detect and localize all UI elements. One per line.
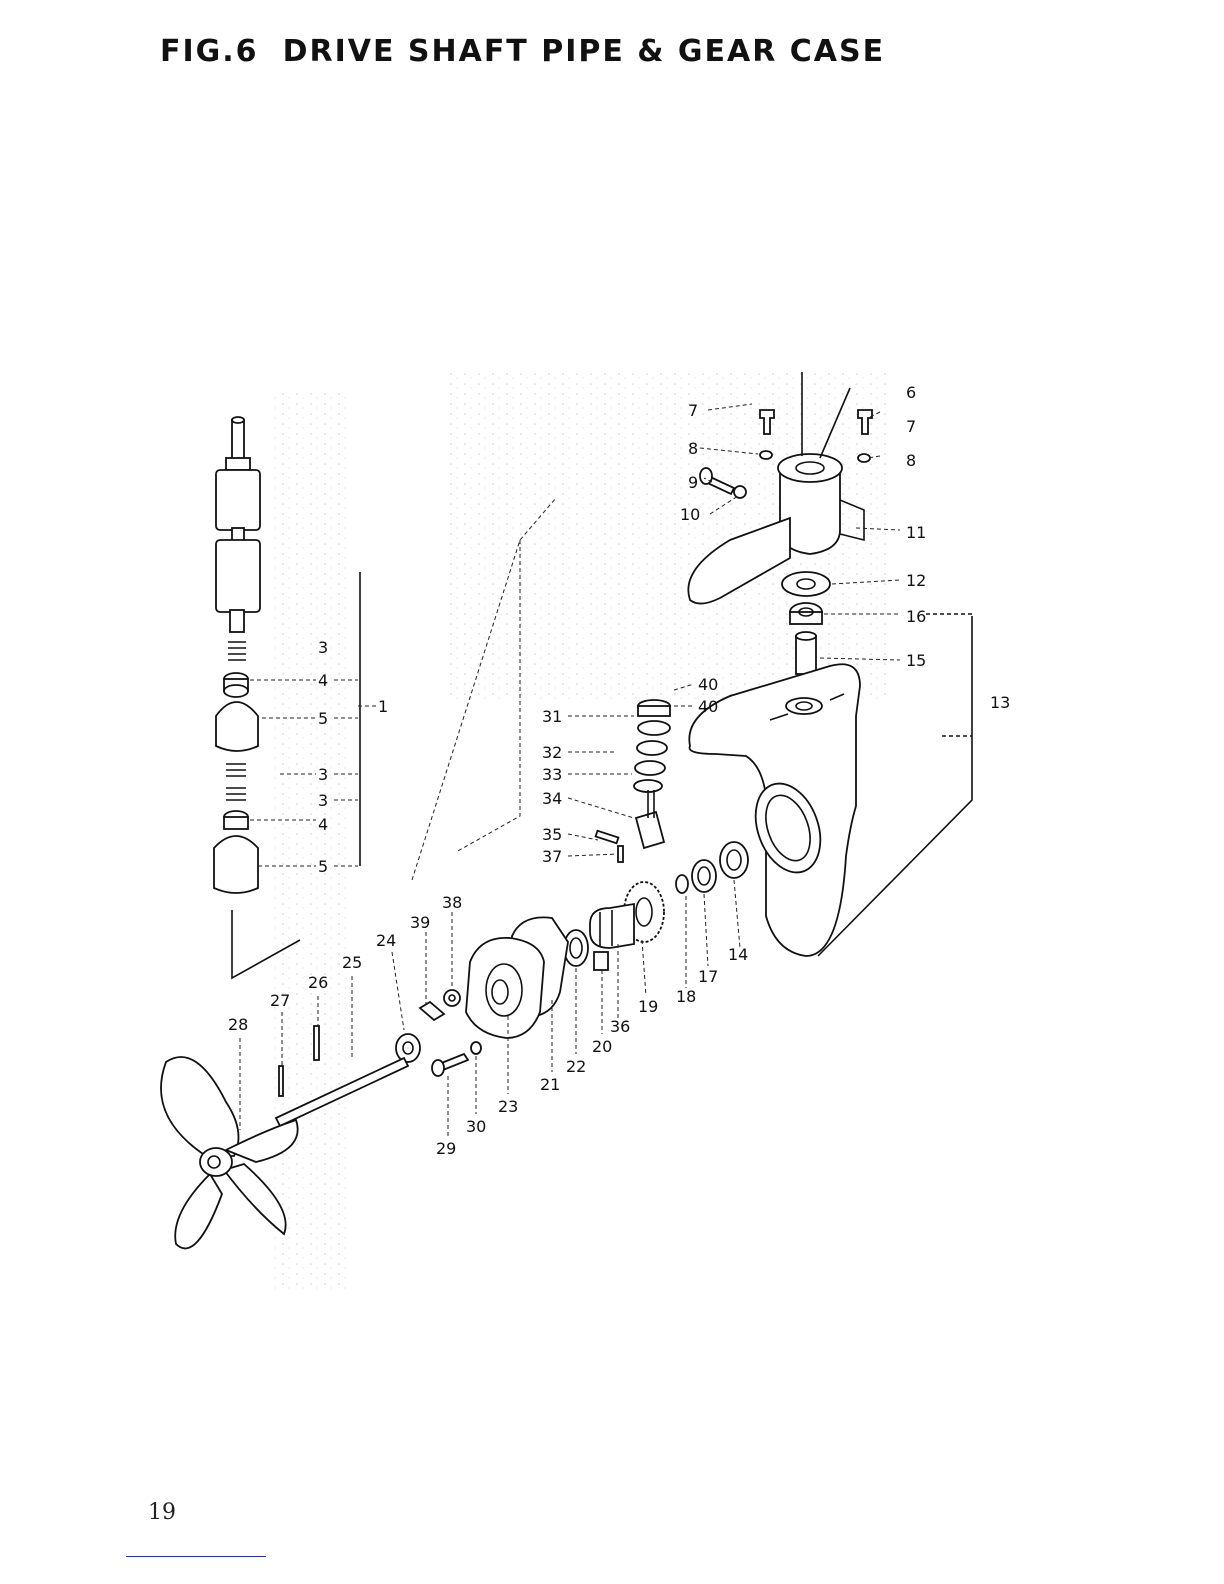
callout-34: 34	[542, 789, 562, 808]
callout-27: 27	[270, 991, 290, 1010]
callout-24: 24	[376, 931, 396, 950]
callout-15: 15	[906, 651, 926, 670]
callout-7: 7	[906, 417, 916, 436]
callout-11: 11	[906, 523, 926, 542]
callout-33: 33	[542, 765, 562, 784]
callout-39: 39	[410, 913, 430, 932]
callout-13: 13	[990, 693, 1010, 712]
callout-35: 35	[542, 825, 562, 844]
callout-3: 3	[318, 765, 328, 784]
callout-29: 29	[436, 1139, 456, 1158]
callout-38: 38	[442, 893, 462, 912]
callout-5: 5	[318, 709, 328, 728]
callout-23: 23	[498, 1097, 518, 1116]
callout-26: 26	[308, 973, 328, 992]
callout-30: 30	[466, 1117, 486, 1136]
callout-4: 4	[318, 671, 328, 690]
callout-12: 12	[906, 571, 926, 590]
callout-17: 17	[698, 967, 718, 986]
callout-7: 7	[688, 401, 698, 420]
callout-18: 18	[676, 987, 696, 1006]
callout-8: 8	[906, 451, 916, 470]
callout-10: 10	[680, 505, 700, 524]
footer-rule	[126, 1556, 266, 1557]
callout-25: 25	[342, 953, 362, 972]
callout-36: 36	[610, 1017, 630, 1036]
callout-21: 21	[540, 1075, 560, 1094]
callout-40: 40	[698, 697, 718, 716]
callout-40: 40	[698, 675, 718, 694]
callout-6: 6	[906, 383, 916, 402]
callout-3: 3	[318, 638, 328, 657]
callout-1: 1	[378, 697, 388, 716]
page-number: 19	[148, 1500, 176, 1525]
callout-14: 14	[728, 945, 748, 964]
callout-8: 8	[688, 439, 698, 458]
callout-37: 37	[542, 847, 562, 866]
callout-4: 4	[318, 815, 328, 834]
callout-32: 32	[542, 743, 562, 762]
callout-9: 9	[688, 473, 698, 492]
callout-3: 3	[318, 791, 328, 810]
callout-5: 5	[318, 857, 328, 876]
callout-22: 22	[566, 1057, 586, 1076]
callout-20: 20	[592, 1037, 612, 1056]
callout-16: 16	[906, 607, 926, 626]
callout-19: 19	[638, 997, 658, 1016]
callout-28: 28	[228, 1015, 248, 1034]
callout-31: 31	[542, 707, 562, 726]
